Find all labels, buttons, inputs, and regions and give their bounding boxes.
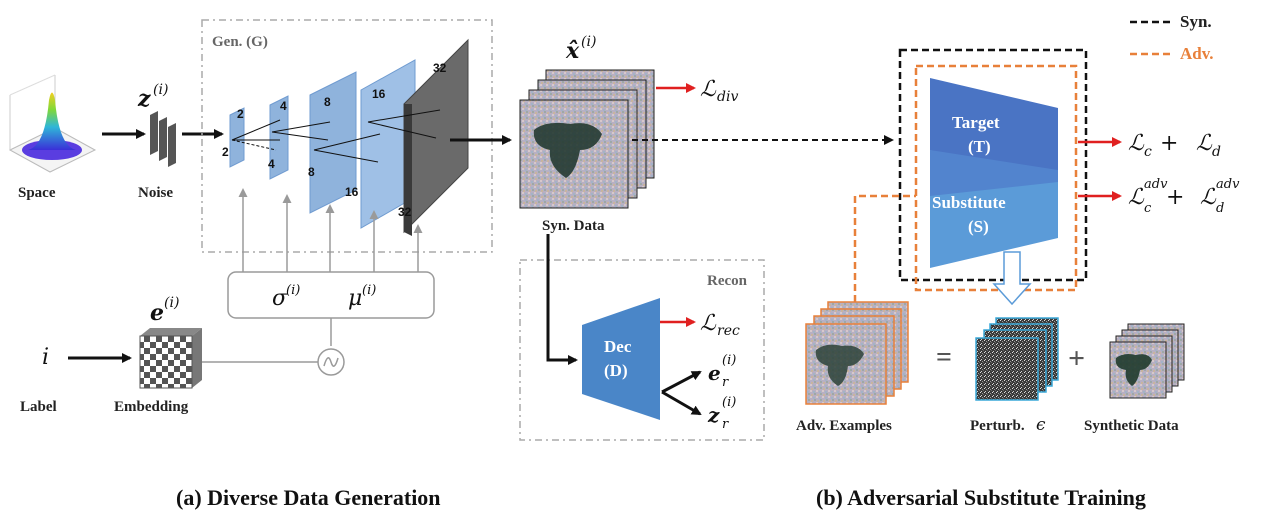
decoder-label: Dec xyxy=(604,337,632,356)
decoder-block xyxy=(582,298,660,420)
target-short: (T) xyxy=(968,137,991,156)
decoder-to-er-arrow xyxy=(661,370,702,394)
rec-loss-symbol: ℒ xyxy=(700,311,717,336)
layer-size-8-side: 8 xyxy=(308,165,315,179)
perturb-symbol: ϵ xyxy=(1036,415,1046,435)
recon-box-title: Recon xyxy=(707,273,748,289)
loss-c-adv-sub: c xyxy=(1144,201,1152,216)
layer-size-32-side: 32 xyxy=(398,205,412,219)
er-sub: r xyxy=(722,375,729,390)
noise-symbol: z xyxy=(137,86,151,112)
embedding-label: Embedding xyxy=(114,399,189,415)
synthetic-data-small-stack xyxy=(1109,323,1185,399)
loss-c-symbol: ℒ xyxy=(1128,131,1145,156)
caption-a: (a) Diverse Data Generation xyxy=(176,485,441,510)
embedding-cube xyxy=(139,328,202,389)
loss-c-adv-sup: adv xyxy=(1144,177,1168,192)
legend-syn-label: Syn. xyxy=(1180,12,1212,31)
loss-c-adv-symbol: ℒ xyxy=(1128,185,1145,210)
substitute-to-perturb-arrow xyxy=(992,251,1032,306)
er-symbol: e xyxy=(708,361,721,385)
synthetic-data-label: Synthetic Data xyxy=(1084,418,1179,434)
layer-size-16-top: 16 xyxy=(372,87,386,101)
noise-label: Noise xyxy=(138,185,173,201)
generator-layers xyxy=(229,38,469,236)
syn-data-label: Syn. Data xyxy=(542,218,605,234)
synthetic-to-decoder-arrow xyxy=(546,234,578,365)
noise-stack xyxy=(150,111,176,167)
loss-d-adv-symbol: ℒ xyxy=(1200,185,1217,210)
plus-sign: + xyxy=(1068,342,1085,375)
mu-sup: (i) xyxy=(362,283,376,298)
syn-path-box xyxy=(898,48,1088,282)
zr-symbol: z xyxy=(707,403,720,427)
adv-examples-stack xyxy=(805,301,909,405)
rec-loss-sub: rec xyxy=(717,323,740,339)
loss-adv-plus: + xyxy=(1166,185,1184,210)
zr-sup: (i) xyxy=(722,395,736,410)
decoder-short: (D) xyxy=(604,361,628,380)
layer-size-32-top: 32 xyxy=(433,61,447,75)
sigma-symbol: σ xyxy=(272,286,288,311)
loss-c-sub: c xyxy=(1144,144,1152,160)
space-label: Space xyxy=(18,185,56,201)
layer-size-8-top: 8 xyxy=(324,95,331,109)
substitute-short: (S) xyxy=(968,217,989,236)
space-gaussian-plot xyxy=(8,74,97,173)
layer-size-2-side: 2 xyxy=(222,145,229,159)
adv-examples-label: Adv. Examples xyxy=(796,418,892,434)
synthetic-data-stack xyxy=(519,69,655,209)
layer-size-16-side: 16 xyxy=(345,185,359,199)
mu-symbol: μ xyxy=(348,286,362,311)
layer-size-4-top: 4 xyxy=(280,99,287,113)
div-loss-sub: div xyxy=(717,89,738,105)
loss-d-adv-sup: adv xyxy=(1216,177,1240,192)
decoder-to-zr-arrow xyxy=(661,390,702,416)
loss-d-sub: d xyxy=(1212,144,1221,160)
synthetic-symbol: x̂ xyxy=(565,38,580,64)
conditioning-arrows xyxy=(238,188,423,272)
perturbation-stack xyxy=(975,317,1059,401)
loss-d-adv-sub: d xyxy=(1216,201,1224,216)
substitute-label: Substitute xyxy=(932,193,1006,212)
embedding-sup: (i) xyxy=(164,295,179,311)
noise-sup: (i) xyxy=(153,82,168,98)
legend-adv-label: Adv. xyxy=(1180,44,1214,63)
loss-plus: + xyxy=(1160,131,1178,156)
er-sup: (i) xyxy=(722,353,736,368)
adv-examples-dashed-path xyxy=(853,194,916,302)
sigma-sup: (i) xyxy=(286,283,300,298)
layer-size-4-side: 4 xyxy=(268,157,275,171)
sigma-mu-box xyxy=(227,271,435,319)
adv-path-box xyxy=(914,64,1078,292)
zr-sub: r xyxy=(722,417,729,432)
embedding-symbol: e xyxy=(150,300,164,326)
label-symbol: i xyxy=(42,345,49,370)
layer-size-2-top: 2 xyxy=(237,107,244,121)
target-label: Target xyxy=(952,113,1000,132)
loss-d-symbol: ℒ xyxy=(1196,131,1213,156)
recon-box xyxy=(519,259,765,441)
caption-b: (b) Adversarial Substitute Training xyxy=(816,485,1146,510)
generator-box-title: Gen. (G) xyxy=(212,34,268,50)
equals-sign: = xyxy=(936,342,952,373)
div-loss-symbol: ℒ xyxy=(700,77,717,102)
perturb-label: Perturb. xyxy=(970,418,1025,434)
label-text: Label xyxy=(20,399,57,415)
synthetic-sup: (i) xyxy=(581,34,596,50)
generator-box xyxy=(201,19,493,253)
activation-icon xyxy=(323,357,339,367)
